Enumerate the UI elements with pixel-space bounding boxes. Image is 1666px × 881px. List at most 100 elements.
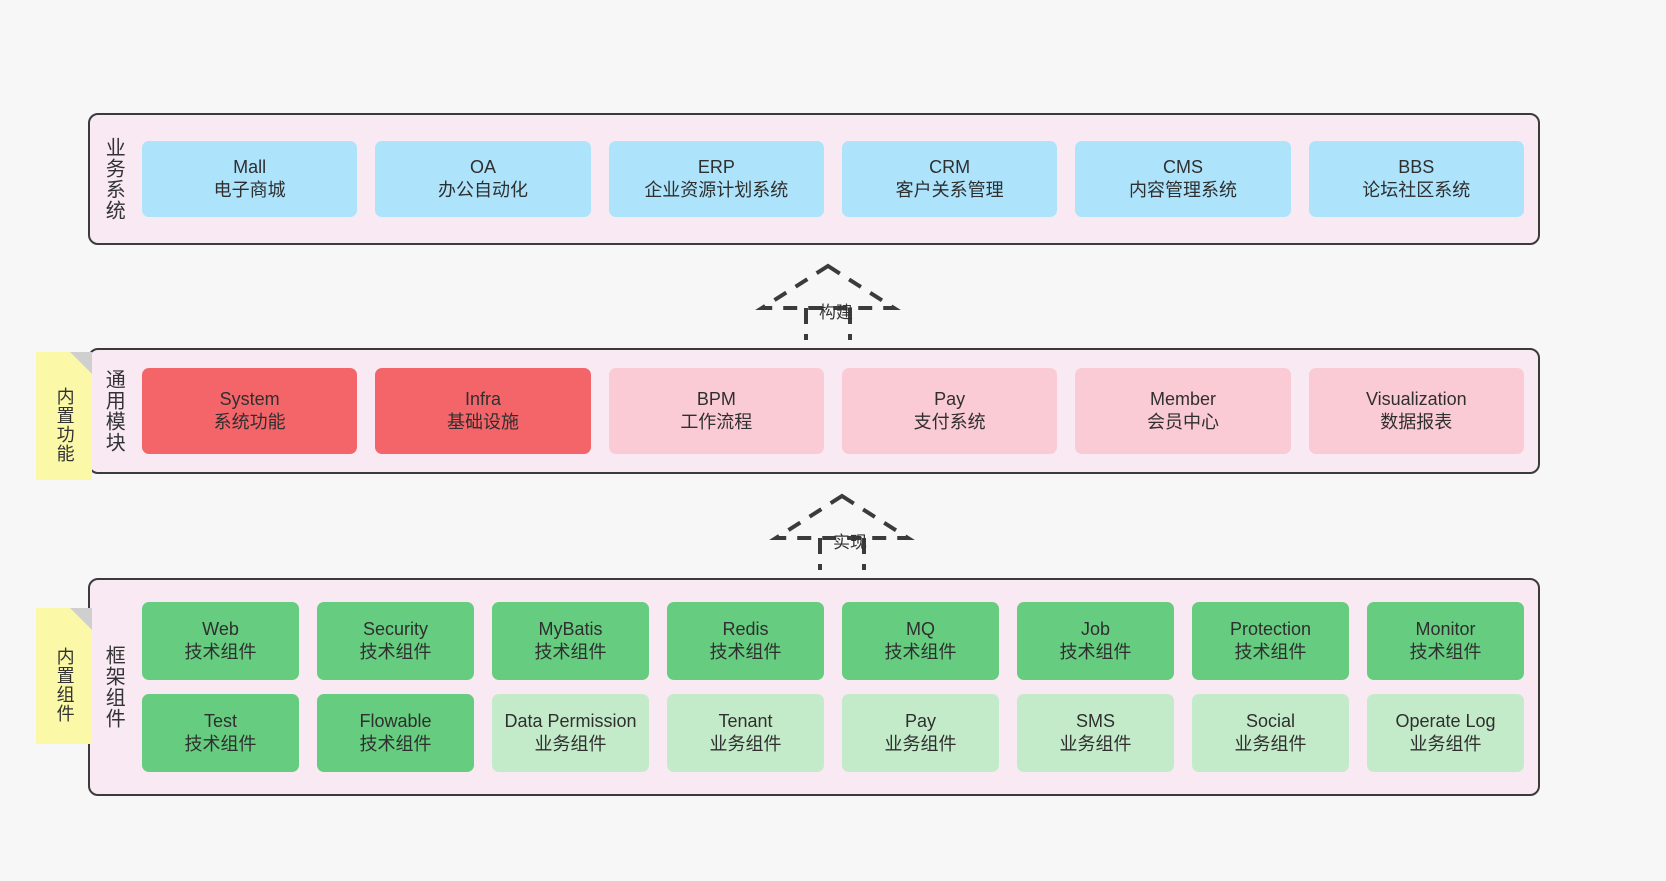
node-title: Redis: [722, 618, 769, 639]
node-flowable[interactable]: Flowable 技术组件: [317, 694, 474, 772]
node-row: Mall 电子商城 OA 办公自动化 ERP 企业资源计划系统 CRM 客户关系…: [142, 141, 1524, 217]
node-subtitle: 系统功能: [213, 412, 286, 432]
node-subtitle: 办公自动化: [437, 180, 528, 200]
node-security[interactable]: Security 技术组件: [317, 602, 474, 680]
connector-label-implement: 实现: [833, 533, 867, 552]
sticky-note-label: 内置组件: [54, 647, 75, 723]
node-bpm[interactable]: BPM 工作流程: [608, 368, 824, 454]
node-crm[interactable]: CRM 客户关系管理: [841, 141, 1058, 217]
node-title: Protection: [1229, 618, 1312, 639]
node-title: Operate Log: [1395, 710, 1496, 731]
node-protection[interactable]: Protection 技术组件: [1192, 602, 1349, 680]
node-redis[interactable]: Redis 技术组件: [667, 602, 824, 680]
node-cms[interactable]: CMS 内容管理系统: [1075, 141, 1291, 217]
node-subtitle: 工作流程: [680, 412, 753, 432]
node-subtitle: 内容管理系统: [1128, 180, 1237, 200]
layer-title-framework-components: 框架组件: [102, 645, 125, 729]
node-title: Mall: [233, 156, 267, 177]
node-mq[interactable]: MQ 技术组件: [842, 602, 999, 680]
node-title: Flowable: [359, 710, 432, 731]
node-operate-log[interactable]: Operate Log 业务组件: [1367, 694, 1524, 772]
sticky-note-builtin-components: 内置组件: [36, 608, 92, 744]
node-monitor[interactable]: Monitor 技术组件: [1367, 602, 1524, 680]
node-title: System: [219, 388, 280, 409]
node-erp[interactable]: ERP 企业资源计划系统: [608, 141, 824, 217]
layer-framework-components: 框架组件 Web 技术组件 Security 技术组件 MyBatis 技术组件…: [88, 578, 1540, 796]
sticky-note-label: 内置功能: [54, 387, 75, 463]
node-title: CMS: [1162, 156, 1203, 177]
connector-label-build: 构建: [819, 303, 853, 322]
node-pay-component[interactable]: Pay 业务组件: [842, 694, 999, 772]
node-test[interactable]: Test 技术组件: [142, 694, 299, 772]
node-subtitle: 技术组件: [184, 734, 257, 754]
layer-body-framework-components: Web 技术组件 Security 技术组件 MyBatis 技术组件 Redi…: [136, 580, 1538, 794]
node-subtitle: 业务组件: [709, 734, 782, 754]
node-title: BPM: [696, 388, 736, 409]
node-title: Member: [1149, 388, 1216, 409]
sticky-fold-corner-icon: [70, 352, 92, 374]
node-pay-module[interactable]: Pay 支付系统: [841, 368, 1058, 454]
node-title: OA: [469, 156, 496, 177]
node-subtitle: 技术组件: [184, 642, 257, 662]
node-subtitle: 业务组件: [534, 734, 607, 754]
node-title: Pay: [904, 710, 937, 731]
connector-stem: [818, 538, 866, 570]
node-title: Web: [202, 618, 239, 639]
layer-common-modules: 通用模块 System 系统功能 Infra 基础设施 BPM 工作流程 Pay…: [88, 348, 1540, 474]
node-oa[interactable]: OA 办公自动化: [375, 141, 591, 217]
node-subtitle: 技术组件: [1234, 642, 1307, 662]
node-title: ERP: [697, 156, 735, 177]
node-title: Job: [1080, 618, 1111, 639]
layer-title-business-system: 业务系统: [102, 137, 125, 221]
node-subtitle: 数据报表: [1380, 412, 1453, 432]
node-bbs[interactable]: BBS 论坛社区系统: [1308, 141, 1524, 217]
node-mall[interactable]: Mall 电子商城: [142, 141, 358, 217]
connector-stem: [804, 308, 852, 340]
node-tenant[interactable]: Tenant 业务组件: [667, 694, 824, 772]
node-title: MyBatis: [538, 618, 603, 639]
connector-build: 构建: [755, 262, 901, 342]
node-system[interactable]: System 系统功能: [142, 368, 358, 454]
node-subtitle: 企业资源计划系统: [644, 180, 789, 200]
node-title: Data Permission: [504, 710, 637, 731]
node-data-permission[interactable]: Data Permission 业务组件: [492, 694, 649, 772]
node-title: Social: [1245, 710, 1296, 731]
connector-implement: 实现: [769, 492, 915, 572]
node-social[interactable]: Social 业务组件: [1192, 694, 1349, 772]
node-title: Infra: [464, 388, 501, 409]
node-member[interactable]: Member 会员中心: [1075, 368, 1291, 454]
node-row: Web 技术组件 Security 技术组件 MyBatis 技术组件 Redi…: [142, 602, 1524, 680]
node-title: Monitor: [1415, 618, 1476, 639]
node-subtitle: 基础设施: [446, 412, 519, 432]
node-subtitle: 客户关系管理: [895, 180, 1004, 200]
node-title: SMS: [1075, 710, 1115, 731]
node-title: Security: [362, 618, 429, 639]
node-subtitle: 技术组件: [1409, 642, 1482, 662]
layer-body-business-system: Mall 电子商城 OA 办公自动化 ERP 企业资源计划系统 CRM 客户关系…: [136, 115, 1538, 243]
node-visualization[interactable]: Visualization 数据报表: [1308, 368, 1524, 454]
node-title: Visualization: [1365, 388, 1467, 409]
node-title: BBS: [1398, 156, 1435, 177]
node-title: Pay: [934, 388, 966, 409]
node-title: CRM: [929, 156, 971, 177]
node-subtitle: 技术组件: [359, 734, 432, 754]
node-subtitle: 论坛社区系统: [1362, 180, 1471, 200]
node-subtitle: 支付系统: [913, 412, 986, 432]
node-infra[interactable]: Infra 基础设施: [375, 368, 591, 454]
node-subtitle: 技术组件: [884, 642, 957, 662]
layer-title-common-modules: 通用模块: [102, 369, 125, 453]
node-subtitle: 技术组件: [534, 642, 607, 662]
node-title: Test: [203, 710, 237, 731]
node-job[interactable]: Job 技术组件: [1017, 602, 1174, 680]
node-subtitle: 会员中心: [1146, 412, 1219, 432]
node-row: Test 技术组件 Flowable 技术组件 Data Permission …: [142, 694, 1524, 772]
node-subtitle: 业务组件: [1059, 734, 1132, 754]
node-sms[interactable]: SMS 业务组件: [1017, 694, 1174, 772]
node-title: MQ: [906, 618, 935, 639]
layer-body-common-modules: System 系统功能 Infra 基础设施 BPM 工作流程 Pay 支付系统…: [136, 350, 1538, 472]
node-web[interactable]: Web 技术组件: [142, 602, 299, 680]
node-mybatis[interactable]: MyBatis 技术组件: [492, 602, 649, 680]
node-title: Tenant: [718, 710, 773, 731]
node-subtitle: 业务组件: [1234, 734, 1307, 754]
node-subtitle: 电子商城: [213, 180, 286, 200]
